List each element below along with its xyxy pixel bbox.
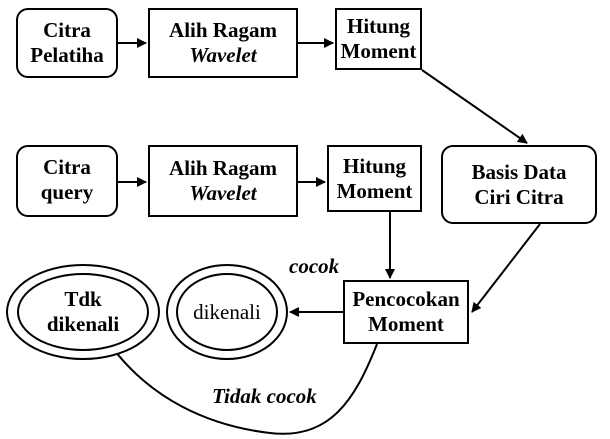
node-pencocokan-line1: Pencocokan: [352, 287, 460, 311]
node-alih-ragam-top-line1: Alih Ragam: [169, 18, 277, 42]
node-hitung-moment-bottom: Hitung Moment: [327, 145, 422, 212]
arrow-hitung-moment-to-basis-data: [421, 69, 528, 144]
edge-label-cocok: cocok: [289, 254, 340, 278]
edge-label-tidak-cocok: Tidak cocok: [212, 384, 317, 408]
node-citra-query-line1: Citra: [43, 155, 91, 179]
node-alih-ragam-bottom-line1: Alih Ragam: [169, 156, 277, 180]
node-alih-ragam-top-line2: Wavelet: [189, 43, 257, 67]
node-hitung-moment-bottom-line1: Hitung: [342, 153, 407, 178]
node-hitung-moment-top: Hitung Moment: [335, 8, 422, 70]
node-pencocokan-line2: Moment: [368, 312, 444, 336]
node-citra-pelatihan-line1: Citra: [43, 18, 91, 42]
node-basis-data-ciri-citra: Basis Data Ciri Citra: [441, 145, 597, 224]
node-citra-pelatihan-line2: Pelatiha: [30, 43, 104, 67]
node-pencocokan-moment: Pencocokan Moment: [343, 280, 469, 344]
node-hitung-moment-top-line1: Hitung: [346, 14, 411, 38]
node-alih-ragam-bottom-line2: Wavelet: [189, 181, 257, 205]
node-citra-pelatihan: Citra Pelatiha: [16, 8, 118, 78]
arrow-basis-data-to-pencocokan: [471, 223, 541, 313]
node-alih-ragam-bottom: Alih Ragam Wavelet: [148, 145, 298, 217]
arrow-pencocokan-to-tdk-dikenali: [108, 342, 378, 435]
node-tdk-dikenali-line1: Tdk: [64, 287, 102, 311]
node-hitung-moment-bottom-line2: Moment: [336, 178, 413, 203]
node-dikenali: dikenali: [176, 273, 278, 351]
node-citra-query-line2: query: [40, 180, 94, 204]
node-basis-data-line1: Basis Data: [471, 159, 567, 184]
node-hitung-moment-top-line2: Moment: [340, 39, 417, 63]
node-alih-ragam-top: Alih Ragam Wavelet: [148, 8, 298, 78]
node-tdk-dikenali: Tdk dikenali: [17, 273, 149, 351]
node-basis-data-line2: Ciri Citra: [474, 184, 564, 209]
node-dikenali-label: dikenali: [193, 299, 261, 324]
node-citra-query: Citra query: [16, 145, 118, 217]
node-tdk-dikenali-line2: dikenali: [46, 312, 120, 336]
